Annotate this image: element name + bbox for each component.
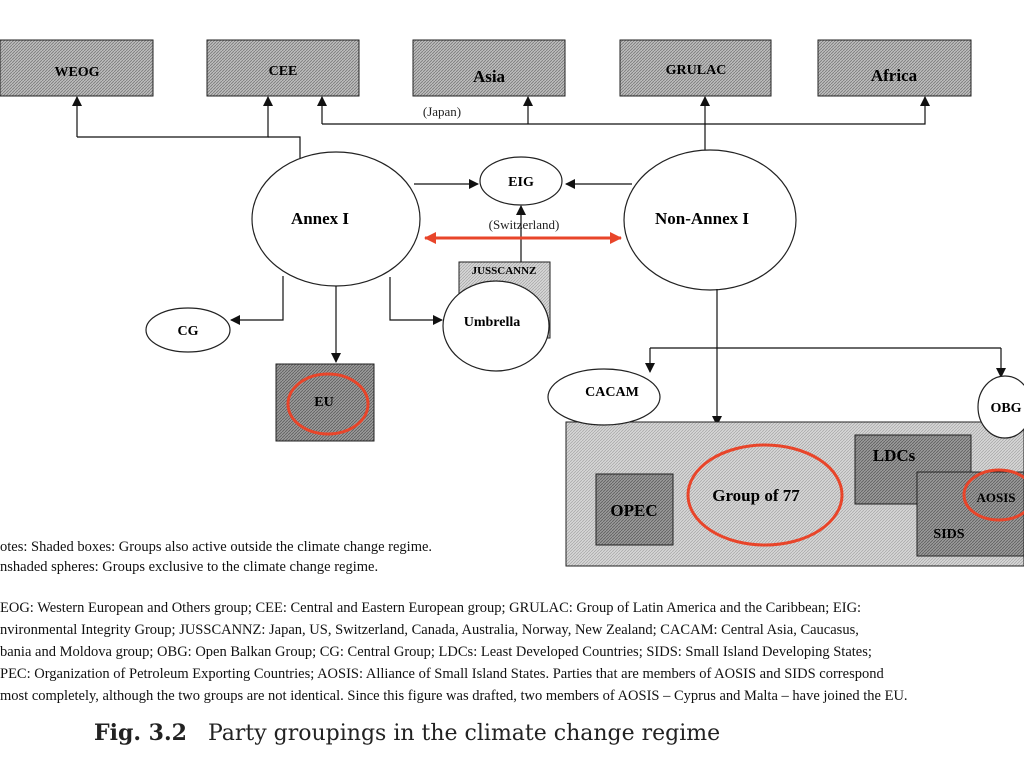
figure-title: Party groupings in the climate change re… [207,721,721,746]
japan-label: (Japan) [423,104,461,119]
eu-highlight-circle [286,372,370,436]
box-asia: Asia [412,39,566,97]
connectors-eig [414,179,632,262]
legend-line-5: most completely, although the two groups… [0,688,908,704]
legend-line-3: bania and Moldova group; OBG: Open Balka… [0,644,872,660]
box-weog: WEOG [0,39,154,97]
weog-label: WEOG [54,65,99,80]
africa-label: Africa [871,66,918,85]
cg-label: CG [178,324,199,339]
box-sids: SIDS [916,471,1024,557]
ellipse-cacam: CACAM [547,368,661,426]
umbrella-label: Umbrella [464,315,521,330]
figure-number: Fig. 3.2 [94,720,187,746]
ellipse-nonannex1: Non-Annex I [623,149,797,291]
connectors-nonannex1-regions [317,96,930,150]
legend-line-2: nvironmental Integrity Group; JUSSCANNZ:… [0,622,859,638]
g77-highlight-circle [686,443,844,547]
cee-label: CEE [269,64,298,79]
legend-line-4: PEC: Organization of Petroleum Exporting… [0,666,884,682]
asia-label: Asia [473,67,506,86]
ellipse-cg: CG [145,307,231,353]
box-opec: OPEC [595,473,674,546]
note-line-1: otes: Shaded boxes: Groups also active o… [0,539,433,555]
ellipse-obg: OBG [977,375,1024,439]
switzerland-label: (Switzerland) [489,217,560,232]
nonannex1-label: Non-Annex I [655,209,749,228]
ldcs-label: LDCs [873,446,916,465]
eig-label: EIG [508,175,534,190]
grulac-label: GRULAC [666,63,727,78]
box-grulac: GRULAC [619,39,772,97]
note-line-2: nshaded spheres: Groups exclusive to the… [0,559,379,575]
aosis-label: AOSIS [976,490,1015,505]
annex1-label: Annex I [291,209,349,228]
jusscannz-label: JUSSCANNZ [472,265,537,277]
connectors-annex1-subgroups [230,276,443,363]
ellipse-eig: EIG [479,156,563,206]
aosis-highlight-circle [962,468,1024,522]
box-africa: Africa [817,39,972,97]
sids-label: SIDS [933,527,964,542]
obg-label: OBG [990,401,1021,416]
cacam-label: CACAM [585,385,639,400]
opec-label: OPEC [610,501,657,520]
legend-line-1: EOG: Western European and Others group; … [0,600,862,616]
eu-label: EU [314,395,333,410]
box-eu: EU [275,363,375,442]
ellipse-umbrella: Umbrella [442,280,550,372]
connectors-annex1-regions [72,96,301,158]
ellipse-annex1: Annex I [251,151,421,287]
box-cee: CEE [206,39,360,97]
figure-caption: Fig. 3.2 Party groupings in the climate … [94,720,720,746]
connectors-nonannex1-subgroups [645,289,1006,426]
g77-label: Group of 77 [712,486,800,505]
